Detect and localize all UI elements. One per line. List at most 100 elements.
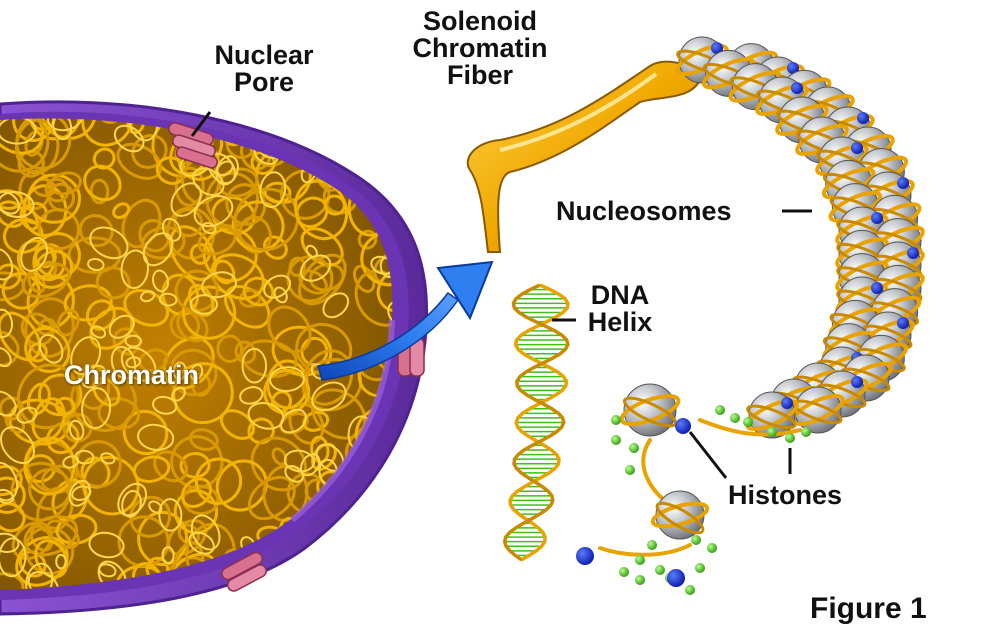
chromatin-loop [0,476,26,514]
chromatin-loop [373,536,393,560]
chromatin-loop [373,118,393,128]
chromatin-loop [225,183,267,226]
leader-nuclear-pore [190,111,212,137]
nuclear-pore-top [168,121,218,169]
chromatin-loop [180,477,213,509]
chromatin-loop [132,455,171,483]
chromatin-loop [259,171,287,209]
label-nucleosomes: Nucleosomes [556,196,732,226]
chromatin-loop [189,363,204,381]
chromatin-loop [189,294,218,315]
chromatin-loop [239,386,264,405]
chromatin-loop [286,255,334,303]
chromatin-loop [323,194,346,216]
chromatin-loop [0,190,35,218]
chromatin-loop [394,103,416,126]
chromatin-loop [121,489,142,518]
dna-strand [508,283,570,562]
free-nucleosomes [619,383,710,540]
chromatin-loop [68,419,85,441]
chromatin-loop [89,226,129,260]
chromatin-loop [308,574,364,591]
chromatin-loop [385,517,393,533]
chromatin-loop [0,118,50,173]
chromatin-loop [305,244,318,259]
label-dna-line1: DNA [590,280,650,310]
chromatin-loop [331,520,382,567]
green-dot [715,405,725,415]
nucleosome-bead [650,490,710,540]
chromatin-loop [201,271,237,299]
nuclear-pore-right [397,337,425,377]
chromatin-loop [0,118,37,145]
chromatin-loop [350,146,388,177]
chromatin-loop [92,377,121,407]
histone-marker [791,82,803,94]
chromatin-loop [137,423,175,451]
chromatin-loop [0,461,19,502]
chromatin-loop [140,226,186,260]
chromatin-loop [263,235,288,260]
chromatin-loop [387,300,393,331]
chromatin-loop [238,288,262,308]
chromatin-loop [120,346,157,382]
chromatin-loop [95,266,131,300]
chromatin-loop [117,482,148,517]
chromatin-loop [308,549,328,572]
chromatin-loop [112,202,131,219]
chromatin-loop [0,390,17,417]
chromatin-loop [314,561,343,591]
chromatin-loop [38,333,64,364]
nuclear-pore-bottom [221,551,267,592]
chromatin-loop [365,567,389,591]
chromatin-loop [27,571,60,591]
chromatin-loop [188,531,215,555]
chromatin-loop [240,339,298,378]
label-solenoid-line1: Solenoid [423,6,537,36]
chromatin-loop [124,334,143,348]
chromatin-loop [383,118,393,148]
histone-marker [907,247,919,259]
chromatin-loop [201,222,217,235]
cell-nucleus [0,100,429,616]
chromatin-loop [108,314,135,339]
chromatin-loop [40,118,97,140]
nucleosome-coil [675,36,925,439]
figure-caption: Figure 1 [810,592,927,625]
chromatin-loop [44,177,70,203]
label-solenoid-fiber: Solenoid Chromatin Fiber [392,8,568,89]
chromatin-loop [0,308,14,338]
chromatin-loop [112,327,141,356]
label-dna-line2: Helix [587,307,653,337]
chromatin-loop [309,129,330,151]
chromatin-loop [241,347,268,384]
green-dot [611,415,621,425]
chromatin-loop [63,284,113,322]
chromatin-loop [87,257,105,272]
histone-marker [675,418,691,434]
chromatin-loop [275,572,308,591]
chromatin-loop [81,387,112,430]
chromatin-loop [34,539,69,579]
chromatin-loop [28,118,81,141]
chromatin-loop [120,249,149,290]
green-dot [629,443,639,453]
chromatin-loop [148,500,163,514]
chromatin-loop [70,336,102,376]
chromatin-loop [55,396,76,416]
chromatin-loop [24,526,75,575]
chromatin-loop [25,562,54,591]
chromatin-loop [280,408,307,434]
chromatin-loop [0,488,15,504]
chromatin-loop [284,465,305,483]
chromatin-loop [16,406,38,424]
chromatin-loop [194,457,243,505]
chromatin-loop [339,118,358,135]
chromatin-loop [88,531,125,559]
chromatin-loop [192,167,225,197]
chromatin-loop [67,236,122,274]
chromatin-loop [161,217,182,242]
chromatin-loop [311,381,347,412]
chromatin-loop [89,306,134,350]
